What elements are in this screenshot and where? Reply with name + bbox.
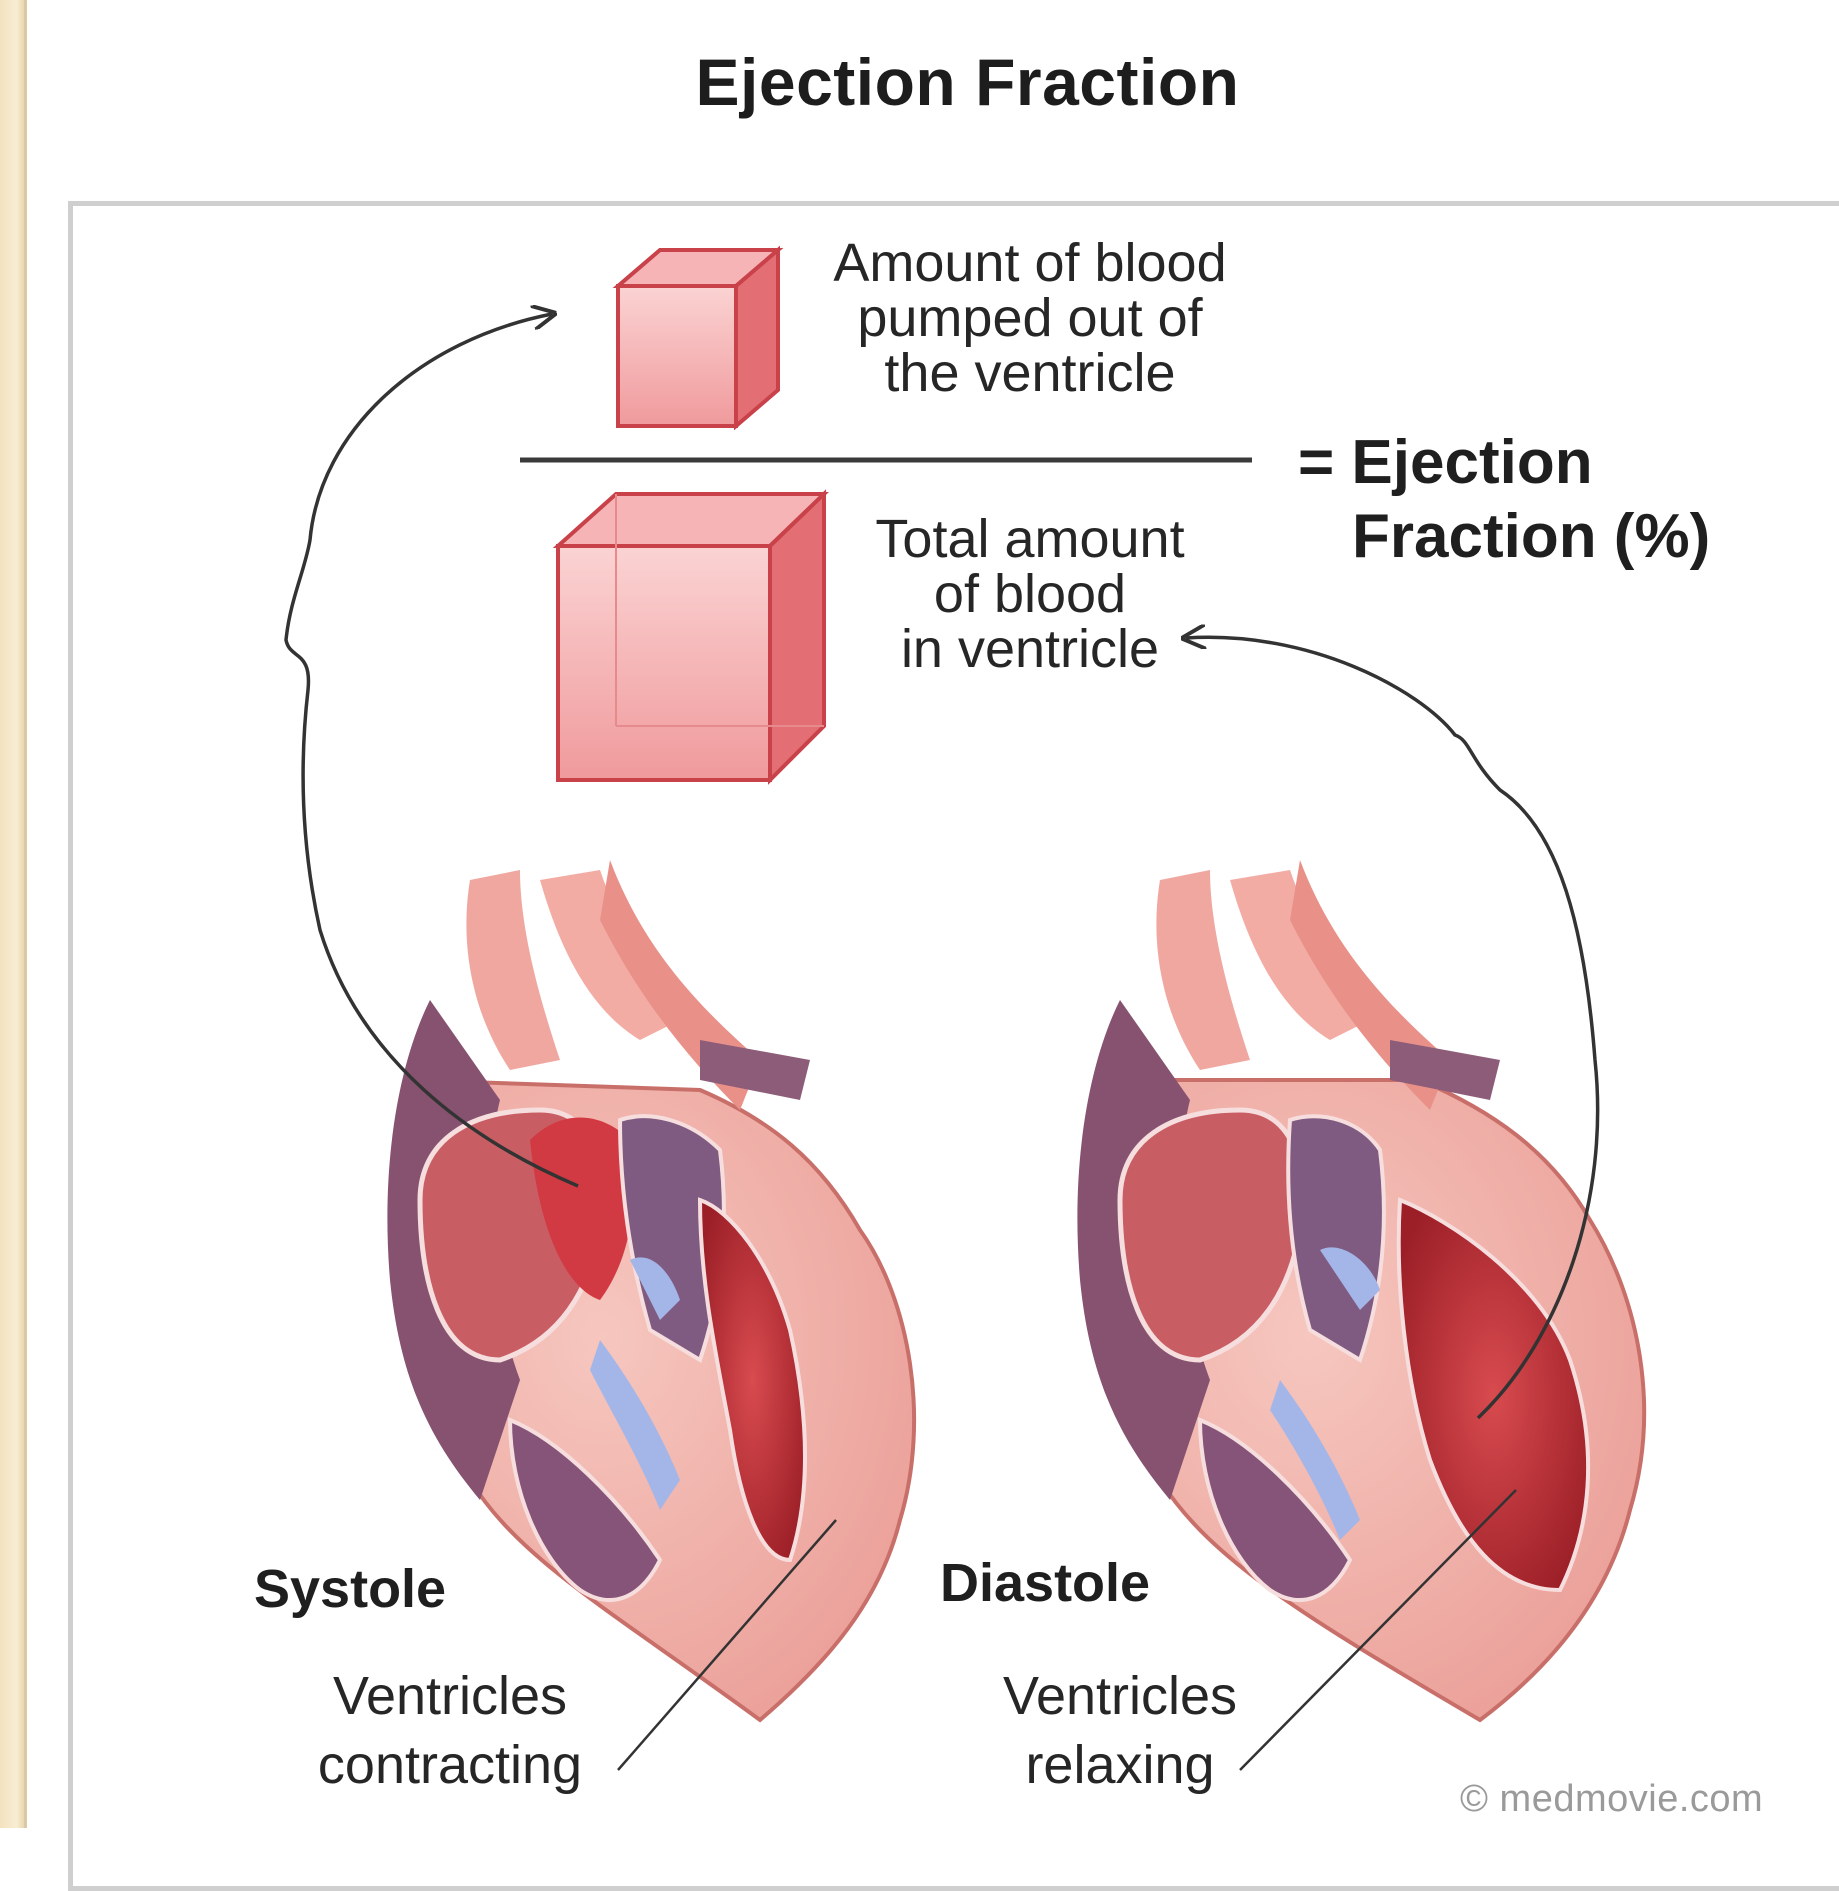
credit-text: © medmovie.com (1460, 1778, 1763, 1821)
denominator-line-2: of blood (770, 567, 1290, 622)
denominator-line-1: Total amount (770, 512, 1290, 567)
numerator-line-3: the ventricle (770, 346, 1290, 401)
systole-caption-line-2: contracting (300, 1731, 600, 1800)
diastole-caption-line-2: relaxing (960, 1731, 1280, 1800)
systole-caption: Ventricles contracting (300, 1662, 600, 1800)
numerator-label: Amount of blood pumped out of the ventri… (770, 236, 1290, 401)
diastole-caption-line-1: Ventricles (960, 1662, 1280, 1731)
result-label: = Ejection Fraction (%) (1298, 426, 1710, 575)
diastole-heart-illustration (1077, 860, 1644, 1720)
diastole-stage-label: Diastole (940, 1552, 1150, 1614)
denominator-label: Total amount of blood in ventricle (770, 512, 1290, 677)
numerator-line-1: Amount of blood (770, 236, 1290, 291)
systole-heart-illustration (387, 860, 914, 1720)
small-cube-icon (618, 250, 778, 426)
diastole-caption: Ventricles relaxing (960, 1662, 1280, 1800)
numerator-line-2: pumped out of (770, 291, 1290, 346)
systole-caption-line-1: Ventricles (300, 1662, 600, 1731)
denominator-line-3: in ventricle (770, 622, 1290, 677)
systole-stage-label: Systole (254, 1558, 446, 1620)
result-line-1: = Ejection (1298, 426, 1710, 500)
result-line-2: Fraction (%) (1298, 500, 1710, 574)
